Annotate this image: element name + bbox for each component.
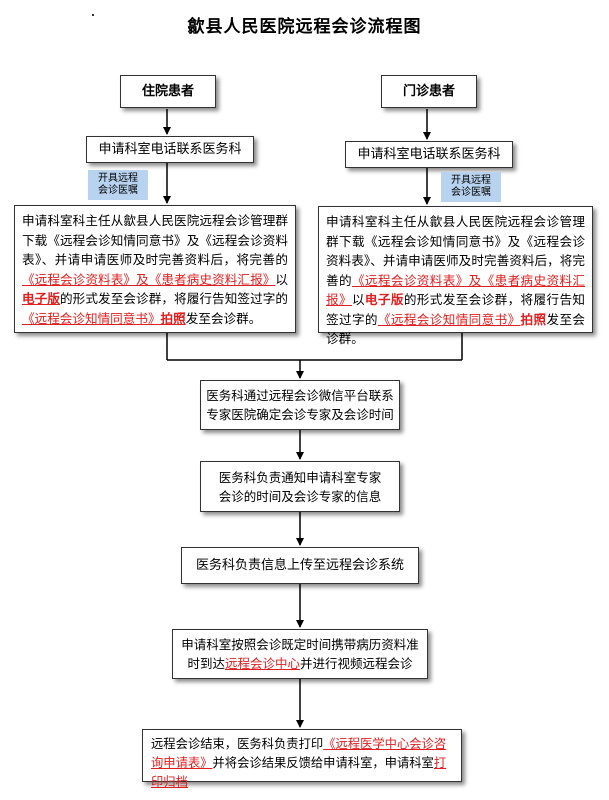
left-detail-text4: 发至会诊群。 bbox=[185, 310, 262, 326]
right-detail-text3: 的形式发至会诊群，将履行告知签过字的 bbox=[326, 292, 585, 327]
right-header-box: 门诊患者 bbox=[381, 75, 477, 108]
left-step1-label: 申请科室电话联系医务科 bbox=[98, 142, 242, 157]
step2-box: 医务科通过远程会诊微信平台联系专家医院确定会诊专家及会诊时间 bbox=[200, 380, 400, 430]
stray-dot bbox=[92, 14, 94, 16]
right-note-line1: 开具远程 bbox=[451, 175, 491, 186]
left-note-line1: 开具远程 bbox=[98, 173, 138, 184]
step4-box: 医务科负责信息上传至远程会诊系统 bbox=[181, 547, 419, 584]
page-title: 歙县人民医院远程会诊流程图 bbox=[187, 17, 422, 37]
left-step1-box: 申请科室电话联系医务科 bbox=[86, 136, 254, 163]
right-detail-text4: 发至会诊群。 bbox=[326, 311, 585, 347]
step6-archive: 打印归档 bbox=[151, 756, 447, 789]
left-detail-text2: 以 bbox=[275, 271, 288, 287]
right-detail-photo: 拍照 bbox=[520, 311, 547, 327]
right-header-label: 门诊患者 bbox=[402, 84, 455, 99]
step3-box: 医务科负责通知申请科室专家会诊的时间及会诊专家的信息 bbox=[200, 461, 400, 512]
right-detail-text1: 申请科室科主任从歙县人民医院远程会诊管理群下载《远程会诊知情同意书》及《远程会诊… bbox=[326, 214, 585, 288]
step2-line2: 专家医院确定会诊专家及会诊时间 bbox=[206, 407, 394, 422]
step6-box: 远程会诊结束，医务科负责打印《远程医学中心会诊咨询申请表》并将会诊结果反馈给申请… bbox=[142, 729, 462, 789]
step6-link-form: 《远程医学中心会诊咨询申请表》 bbox=[151, 737, 447, 770]
right-step1-box: 申请科室电话联系医务科 bbox=[345, 141, 513, 168]
step5-post: 并进行视频远程会诊 bbox=[300, 656, 413, 671]
left-detail-link-consent: 《远程会诊知情同意书》 bbox=[22, 310, 161, 326]
step4-label: 医务科负责信息上传至远程会诊系统 bbox=[195, 558, 404, 573]
right-detail-link-consent: 《远程会诊知情同意书》 bbox=[377, 311, 521, 327]
step5-box: 申请科室按照会诊既定时间携带病历资料准时到达远程会诊中心并进行视频远程会诊 bbox=[172, 629, 428, 679]
left-detail-text1: 申请科室科主任从歙县人民医院远程会诊管理群下载《远程会诊知情同意书》及《远程会诊… bbox=[22, 213, 288, 267]
right-detail-text2: 以 bbox=[351, 292, 365, 307]
left-header-label: 住院患者 bbox=[141, 84, 194, 99]
right-note-line2: 会诊医嘱 bbox=[451, 187, 491, 198]
step6-pre: 远程会诊结束，医务科负责打印 bbox=[151, 737, 324, 751]
left-note-line2: 会诊医嘱 bbox=[98, 185, 138, 196]
right-note-box: 开具远程会诊医嘱 bbox=[441, 172, 501, 202]
step5-pre: 时到达 bbox=[187, 656, 225, 671]
right-detail-electronic: 电子版 bbox=[364, 292, 404, 307]
left-detail-electronic: 电子版 bbox=[22, 291, 61, 306]
right-detail-link-forms: 《远程会诊资料表》及《患者病史资料汇报》 bbox=[326, 272, 585, 308]
step3-line1: 医务科负责通知申请科室专家 bbox=[218, 469, 382, 485]
right-step1-label: 申请科室电话联系医务科 bbox=[357, 147, 501, 162]
step2-line1: 医务科通过远程会诊微信平台联系 bbox=[206, 388, 394, 403]
left-header-box: 住院患者 bbox=[120, 75, 216, 108]
left-detail-text3: 的形式发至会诊群，将履行告知签过字的 bbox=[60, 291, 289, 306]
step5-line1: 申请科室按照会诊既定时间携带病历资料准 bbox=[181, 637, 419, 652]
left-detail-link-forms: 《远程会诊资料表》及《患者病史资料汇报》 bbox=[22, 271, 276, 287]
step5-link-center: 远程会诊中心 bbox=[224, 656, 300, 671]
step6-mid: 并将会诊结果反馈给申请科室，申请科室 bbox=[212, 756, 434, 770]
left-detail-box: 申请科室科主任从歙县人民医院远程会诊管理群下载《远程会诊知情同意书》及《远程会诊… bbox=[14, 205, 296, 333]
left-detail-photo: 拍照 bbox=[160, 310, 186, 326]
step3-line2: 会诊的时间及会诊专家的信息 bbox=[218, 488, 382, 504]
right-detail-box: 申请科室科主任从歙县人民医院远程会诊管理群下载《远程会诊知情同意书》及《远程会诊… bbox=[318, 206, 593, 346]
left-note-box: 开具远程会诊医嘱 bbox=[88, 170, 148, 200]
